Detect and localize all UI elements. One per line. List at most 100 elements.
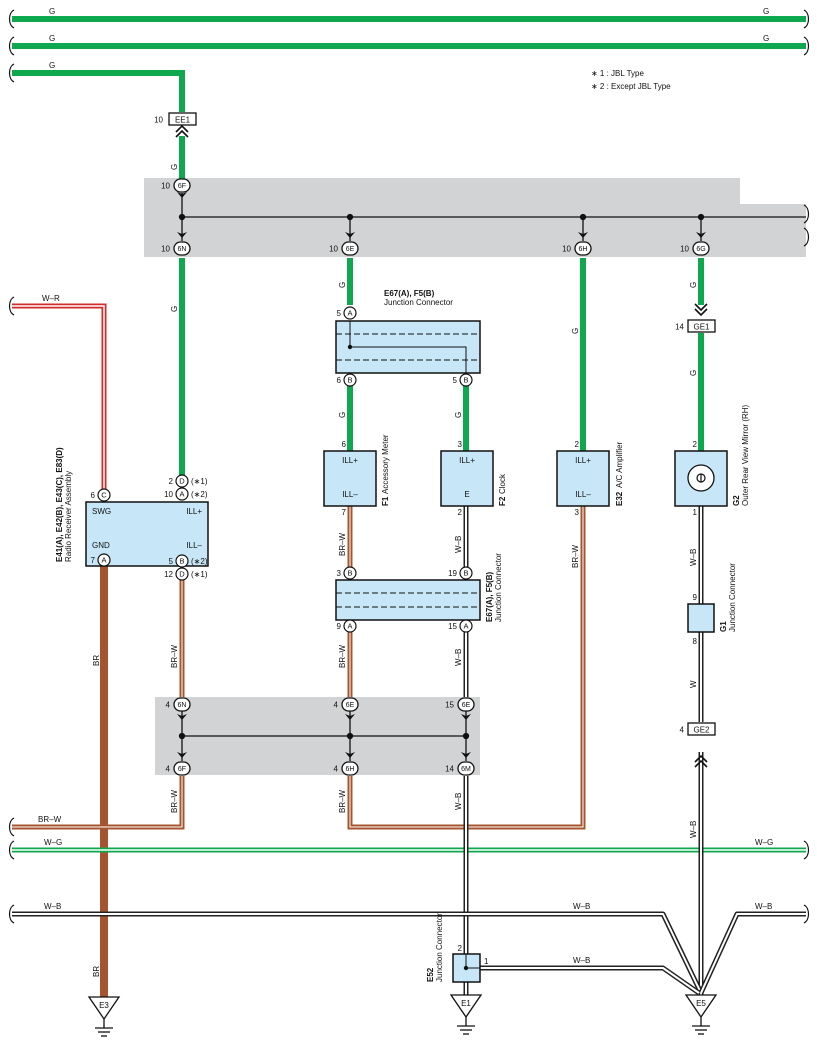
circle-radio-a-top: A 10 (∗2)	[164, 487, 208, 501]
svg-text:6E: 6E	[462, 702, 471, 709]
svg-text:4: 4	[334, 765, 339, 774]
upper-junction-arrows	[177, 192, 706, 238]
component-titles: E41(A), E42(B), E43(C), E83(D) Radio Rec…	[55, 289, 750, 982]
ground-e1	[449, 994, 483, 1035]
svg-text:2: 2	[458, 508, 463, 517]
svg-text:14: 14	[675, 323, 684, 332]
svg-text:W–B: W–B	[573, 956, 590, 965]
svg-text:Radio Receiver Assembly: Radio Receiver Assembly	[64, 471, 73, 562]
svg-text:5: 5	[169, 557, 174, 566]
f1-label: F1 Accessory Meter	[381, 434, 390, 506]
svg-text:10: 10	[161, 182, 170, 191]
svg-text:2: 2	[169, 477, 174, 486]
wire-w-r	[12, 303, 107, 489]
svg-text:15: 15	[448, 622, 457, 631]
svg-text:W–R: W–R	[42, 294, 60, 303]
svg-text:E1: E1	[461, 999, 471, 1008]
svg-text:E41(A), E42(B), E43(C), E83(D): E41(A), E42(B), E43(C), E83(D)	[55, 447, 64, 562]
svg-text:6E: 6E	[346, 702, 355, 709]
svg-text:6F: 6F	[178, 766, 186, 773]
g1-junction-box	[687, 603, 715, 633]
wire-g-arrows	[175, 124, 708, 317]
svg-text:B: B	[463, 376, 468, 385]
svg-text:Junction Connector: Junction Connector	[494, 553, 503, 622]
radio-receiver-label: E41(A), E42(B), E43(C), E83(D) Radio Rec…	[55, 447, 73, 562]
svg-text:5: 5	[453, 376, 458, 385]
svg-text:10: 10	[680, 245, 689, 254]
junction-connector-bottom-box	[335, 579, 481, 621]
svg-text:6M: 6M	[461, 766, 471, 773]
wire-break-marks	[8, 9, 810, 924]
svg-text:W–B: W–B	[689, 821, 698, 838]
pill-6g-top: 6G 10	[680, 241, 710, 256]
svg-text:E67(A), F5(B): E67(A), F5(B)	[384, 289, 435, 298]
pill-6n-bottom: 6N 4	[166, 697, 191, 712]
connector-ee1: EE1 10	[154, 112, 197, 126]
svg-text:6N: 6N	[178, 702, 187, 709]
svg-text:BR–W: BR–W	[338, 789, 347, 813]
pill-6h-bottom: 6H 4	[334, 761, 359, 776]
svg-text:3: 3	[458, 440, 463, 449]
e32-label: E32 A/C Amplifier	[615, 441, 624, 506]
circle-radio-d-bottom: D 12 (∗1)	[164, 567, 208, 581]
svg-text:B: B	[463, 569, 468, 578]
svg-text:G: G	[763, 34, 769, 43]
svg-text:6H: 6H	[346, 766, 355, 773]
pill-6e-right-bottom: 6E 15	[445, 697, 475, 712]
svg-text:Accessory Meter: Accessory Meter	[381, 434, 390, 494]
svg-text:3: 3	[337, 569, 342, 578]
svg-text:W–B: W–B	[573, 902, 590, 911]
svg-text:1: 1	[484, 957, 489, 966]
svg-text:E67(A), F5(B): E67(A), F5(B)	[485, 571, 494, 622]
svg-text:9: 9	[693, 593, 698, 602]
ground-labels: E3 E1 E5	[99, 999, 706, 1010]
svg-text:14: 14	[445, 765, 454, 774]
g2-label: G2 Outer Rear View Mirror (RH)	[732, 404, 750, 506]
svg-text:4: 4	[166, 701, 171, 710]
svg-text:D: D	[179, 477, 185, 486]
svg-text:Junction Connector: Junction Connector	[728, 563, 737, 632]
notes: ∗ 1 : JBL Type ∗ 2 : Except JBL Type	[591, 69, 671, 91]
svg-text:ILL–: ILL–	[186, 541, 202, 550]
svg-text:B: B	[179, 557, 184, 566]
svg-text:2: 2	[458, 944, 463, 953]
svg-text:E52: E52	[426, 967, 435, 982]
pill-6m-bottom: 6M 14	[445, 761, 475, 776]
svg-text:G: G	[170, 164, 179, 170]
g1-label: G1 Junction Connector	[719, 563, 737, 632]
svg-text:G: G	[49, 61, 55, 70]
circle-radio-d-top: D 2 (∗1)	[169, 474, 208, 488]
svg-text:D: D	[179, 570, 185, 579]
pill-6f-bottom: 6F 4	[166, 761, 191, 776]
svg-text:G: G	[763, 7, 769, 16]
svg-text:∗ 1 : JBL Type: ∗ 1 : JBL Type	[591, 69, 645, 78]
svg-text:BR–W: BR–W	[571, 544, 580, 568]
svg-text:4: 4	[166, 765, 171, 774]
svg-text:EE1: EE1	[175, 116, 191, 125]
pill-6h-top: 6H 10	[562, 241, 592, 256]
svg-text:G1: G1	[719, 621, 728, 632]
svg-text:ILL+: ILL+	[459, 456, 475, 465]
svg-text:SWG: SWG	[92, 507, 111, 516]
svg-text:10: 10	[164, 490, 173, 499]
g2-mirror-box	[674, 450, 728, 507]
svg-text:7: 7	[342, 508, 347, 517]
circle-jbot-a-left: A 9	[337, 619, 357, 633]
svg-text:W–B: W–B	[454, 649, 463, 666]
svg-text:2: 2	[693, 440, 698, 449]
connector-ge2: GE2 4	[680, 722, 716, 736]
circle-jbot-a-right: A 15	[448, 619, 473, 633]
svg-text:ILL+: ILL+	[186, 507, 202, 516]
svg-text:G: G	[49, 34, 55, 43]
svg-text:A: A	[347, 309, 352, 318]
wire-labels: G G G G G W–R BR–W W–G W–G W–B W–B W–B W…	[38, 7, 773, 977]
svg-text:BR: BR	[92, 655, 101, 666]
svg-text:BR–W: BR–W	[338, 644, 347, 668]
pin-numbers: 6 7 3 2 2 3 2 1 9 8 2 1	[342, 440, 698, 966]
wire-w-b	[12, 506, 806, 996]
lower-junction-arrows	[177, 714, 471, 758]
ground-e3	[87, 996, 121, 1037]
svg-text:A/C Amplifier: A/C Amplifier	[615, 441, 624, 488]
svg-text:Junction Connector: Junction Connector	[435, 913, 444, 982]
